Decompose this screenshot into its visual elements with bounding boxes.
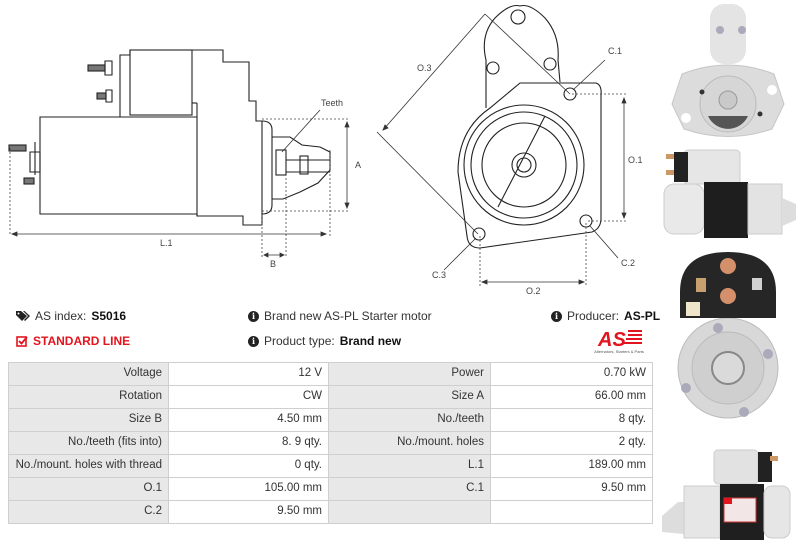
o3-label: O.3 <box>417 63 432 73</box>
photo-solenoid-terminals <box>680 252 776 318</box>
spec-value: CW <box>168 385 329 409</box>
spec-label: No./teeth <box>328 408 491 432</box>
spec-value: 8 qty. <box>490 408 653 432</box>
teeth-label: Teeth <box>321 98 344 108</box>
spec-label: Size B <box>8 408 169 432</box>
spec-value: 105.00 mm <box>168 477 329 501</box>
spec-value: 189.00 mm <box>490 454 653 478</box>
tag-icon <box>16 310 30 322</box>
spec-value: 9.50 mm <box>490 477 653 501</box>
spec-label: No./teeth (fits into) <box>8 431 169 455</box>
product-type-value: Brand new <box>339 334 402 348</box>
o1-label: O.1 <box>628 155 643 165</box>
product-type: i Product type: Brand new <box>248 334 401 348</box>
info-circle-icon: i <box>551 310 562 322</box>
table-row: No./teeth (fits into) 8. 9 qty. No./moun… <box>8 431 653 455</box>
spec-value: 0.70 kW <box>490 362 653 386</box>
description-text: Brand new AS-PL Starter motor <box>264 309 432 323</box>
spec-value: 8. 9 qty. <box>168 431 329 455</box>
size-a-label: A <box>355 160 362 170</box>
photo-rear-cover <box>677 318 779 419</box>
spec-label: Rotation <box>8 385 169 409</box>
table-row: No./mount. holes with thread 0 qty. L.1 … <box>8 454 653 478</box>
table-row: Rotation CW Size A 66.00 mm <box>8 385 653 409</box>
spec-label: C.1 <box>328 477 491 501</box>
spec-label: No./mount. holes with thread <box>8 454 169 478</box>
table-row: Size B 4.50 mm No./teeth 8 qty. <box>8 408 653 432</box>
product-description: i Brand new AS-PL Starter motor <box>248 309 432 323</box>
check-square-icon <box>16 335 28 347</box>
as-pl-logo: AS Alternators, Starters & Parts <box>584 327 654 357</box>
spec-value: 9.50 mm <box>168 500 329 524</box>
photo-side-black-housing <box>663 149 796 238</box>
length-l1-label: L.1 <box>160 238 173 248</box>
spec-table: Voltage 12 V Power 0.70 kW Rotation CW S… <box>8 362 653 524</box>
standard-line-label: STANDARD LINE <box>33 334 131 348</box>
spec-value: 66.00 mm <box>490 385 653 409</box>
info-circle-icon: i <box>248 335 259 347</box>
spec-value: 12 V <box>168 362 329 386</box>
spec-label: No./mount. holes <box>328 431 491 455</box>
product-type-label: Product type: <box>264 334 335 348</box>
info-circle-icon: i <box>248 310 259 322</box>
table-row: C.2 9.50 mm <box>8 500 653 524</box>
spec-label: C.2 <box>8 500 169 524</box>
spec-label: Size A <box>328 385 491 409</box>
spec-value: 2 qty. <box>490 431 653 455</box>
producer-label: Producer: <box>567 309 620 323</box>
as-index-value: S5016 <box>91 309 127 323</box>
spec-label: Power <box>328 362 491 386</box>
photo-side-with-label <box>662 449 791 540</box>
spec-label <box>328 500 491 524</box>
product-photos <box>652 0 800 546</box>
spec-label: Voltage <box>8 362 169 386</box>
spec-value <box>490 500 653 524</box>
table-row: Voltage 12 V Power 0.70 kW <box>8 362 653 386</box>
spec-value: 0 qty. <box>168 454 329 478</box>
photo-front-flange <box>671 4 785 137</box>
c3-label: C.3 <box>432 270 447 280</box>
size-b-label: B <box>270 259 277 269</box>
spec-label: O.1 <box>8 477 169 501</box>
technical-drawing: Teeth A B L.1 O.1 O.2 O.3 C.1 C.2 C.3 <box>0 0 650 300</box>
producer-value: AS-PL <box>624 309 661 323</box>
spec-label: L.1 <box>328 454 491 478</box>
svg-text:AS: AS <box>597 329 626 349</box>
c1-label: C.1 <box>608 46 623 56</box>
c2-label: C.2 <box>621 258 636 268</box>
o2-label: O.2 <box>526 286 541 296</box>
spec-value: 4.50 mm <box>168 408 329 432</box>
as-index: AS index: S5016 <box>16 309 126 323</box>
producer: i Producer: AS-PL <box>551 309 660 323</box>
table-row: O.1 105.00 mm C.1 9.50 mm <box>8 477 653 501</box>
starter-motor-side-view-drawing <box>8 4 628 286</box>
as-logo-mark: AS <box>597 329 642 351</box>
as-index-label: AS index: <box>35 309 87 323</box>
logo-tagline: Alternators, Starters & Parts <box>594 349 644 354</box>
standard-line-badge: STANDARD LINE <box>16 334 130 348</box>
